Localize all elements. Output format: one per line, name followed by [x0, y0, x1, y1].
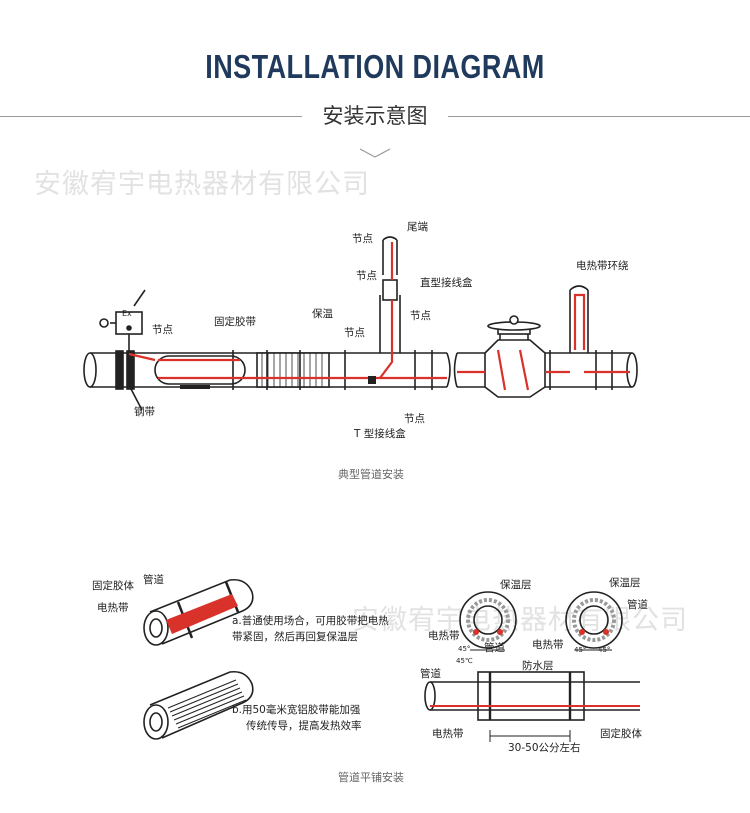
pipe-label-c: 管道 — [627, 599, 648, 611]
node-label-1: 节点 — [152, 324, 173, 336]
spacing-label: 30-50公分左右 — [508, 742, 581, 754]
node-label-2: 节点 — [344, 327, 365, 339]
ex-box-label: Ex — [122, 309, 132, 318]
steel-band-label: 钢带 — [134, 406, 155, 418]
watermark-top: 安徽宥宇电热器材有限公司 — [34, 169, 370, 200]
divider-right — [448, 116, 750, 117]
angle-label-b1: 45° — [574, 646, 587, 654]
angle-label-a1: 45° — [458, 645, 471, 653]
insulation-layer-label-a: 保温层 — [500, 579, 532, 591]
diagram1-caption: 典型管道安装 — [338, 468, 404, 481]
heating-cable-label-c: 电热带 — [532, 639, 564, 651]
divider-left — [0, 116, 302, 117]
diagram2-caption: 管道平铺安装 — [338, 771, 404, 784]
heating-cable-label-d: 电热带 — [432, 728, 464, 740]
heater-wrap-label: 电热带环绕 — [576, 260, 629, 272]
waterproof-layer-label: 防水层 — [522, 660, 554, 672]
typical-pipe-installation-diagram — [83, 236, 638, 411]
fixing-tape-label: 固定胶带 — [214, 316, 256, 328]
note-b-line1: b.用50毫米宽铝胶带能加强 — [232, 704, 361, 716]
heating-cable-label-b: 电热带 — [428, 630, 460, 642]
watermark-bottom: 安徽宥宇电热器材有限公司 — [352, 605, 688, 636]
chevron-down-icon — [359, 148, 391, 158]
pipe-label-d: 管道 — [420, 668, 441, 680]
heating-cable-label-a: 电热带 — [97, 602, 129, 614]
insulation-layer-label-b: 保温层 — [609, 577, 641, 589]
page-title: INSTALLATION DIAGRAM — [205, 48, 545, 85]
angle-label-a2: 45℃ — [456, 657, 473, 665]
note-b-line2: 传统传导，提高发热效率 — [246, 720, 362, 732]
page-subtitle: 安装示意图 — [322, 104, 428, 128]
node-label-5: 节点 — [410, 310, 431, 322]
node-label-4: 节点 — [356, 270, 377, 282]
note-a-line1: a.普通使用场合，可用胶带把电热 — [232, 615, 389, 627]
angle-label-b2: 45° — [598, 646, 611, 654]
t-junction-box-label: T 型接线盒 — [354, 428, 406, 440]
tail-end-label: 尾端 — [407, 221, 428, 233]
pipe-flat-installation-diagram — [143, 578, 640, 742]
fixing-glue-label-b: 固定胶体 — [600, 728, 642, 740]
node-label-3: 节点 — [352, 233, 373, 245]
note-a-line2: 带紧固，然后再回复保温层 — [232, 631, 358, 643]
fixing-glue-label: 固定胶体 — [92, 580, 134, 592]
straight-junction-box-label: 直型接线盒 — [420, 277, 473, 289]
pipe-label-b: 管道 — [484, 642, 505, 654]
pipe-label-a: 管道 — [143, 574, 164, 586]
insulation-label: 保温 — [312, 308, 333, 320]
node-label-6: 节点 — [404, 413, 425, 425]
